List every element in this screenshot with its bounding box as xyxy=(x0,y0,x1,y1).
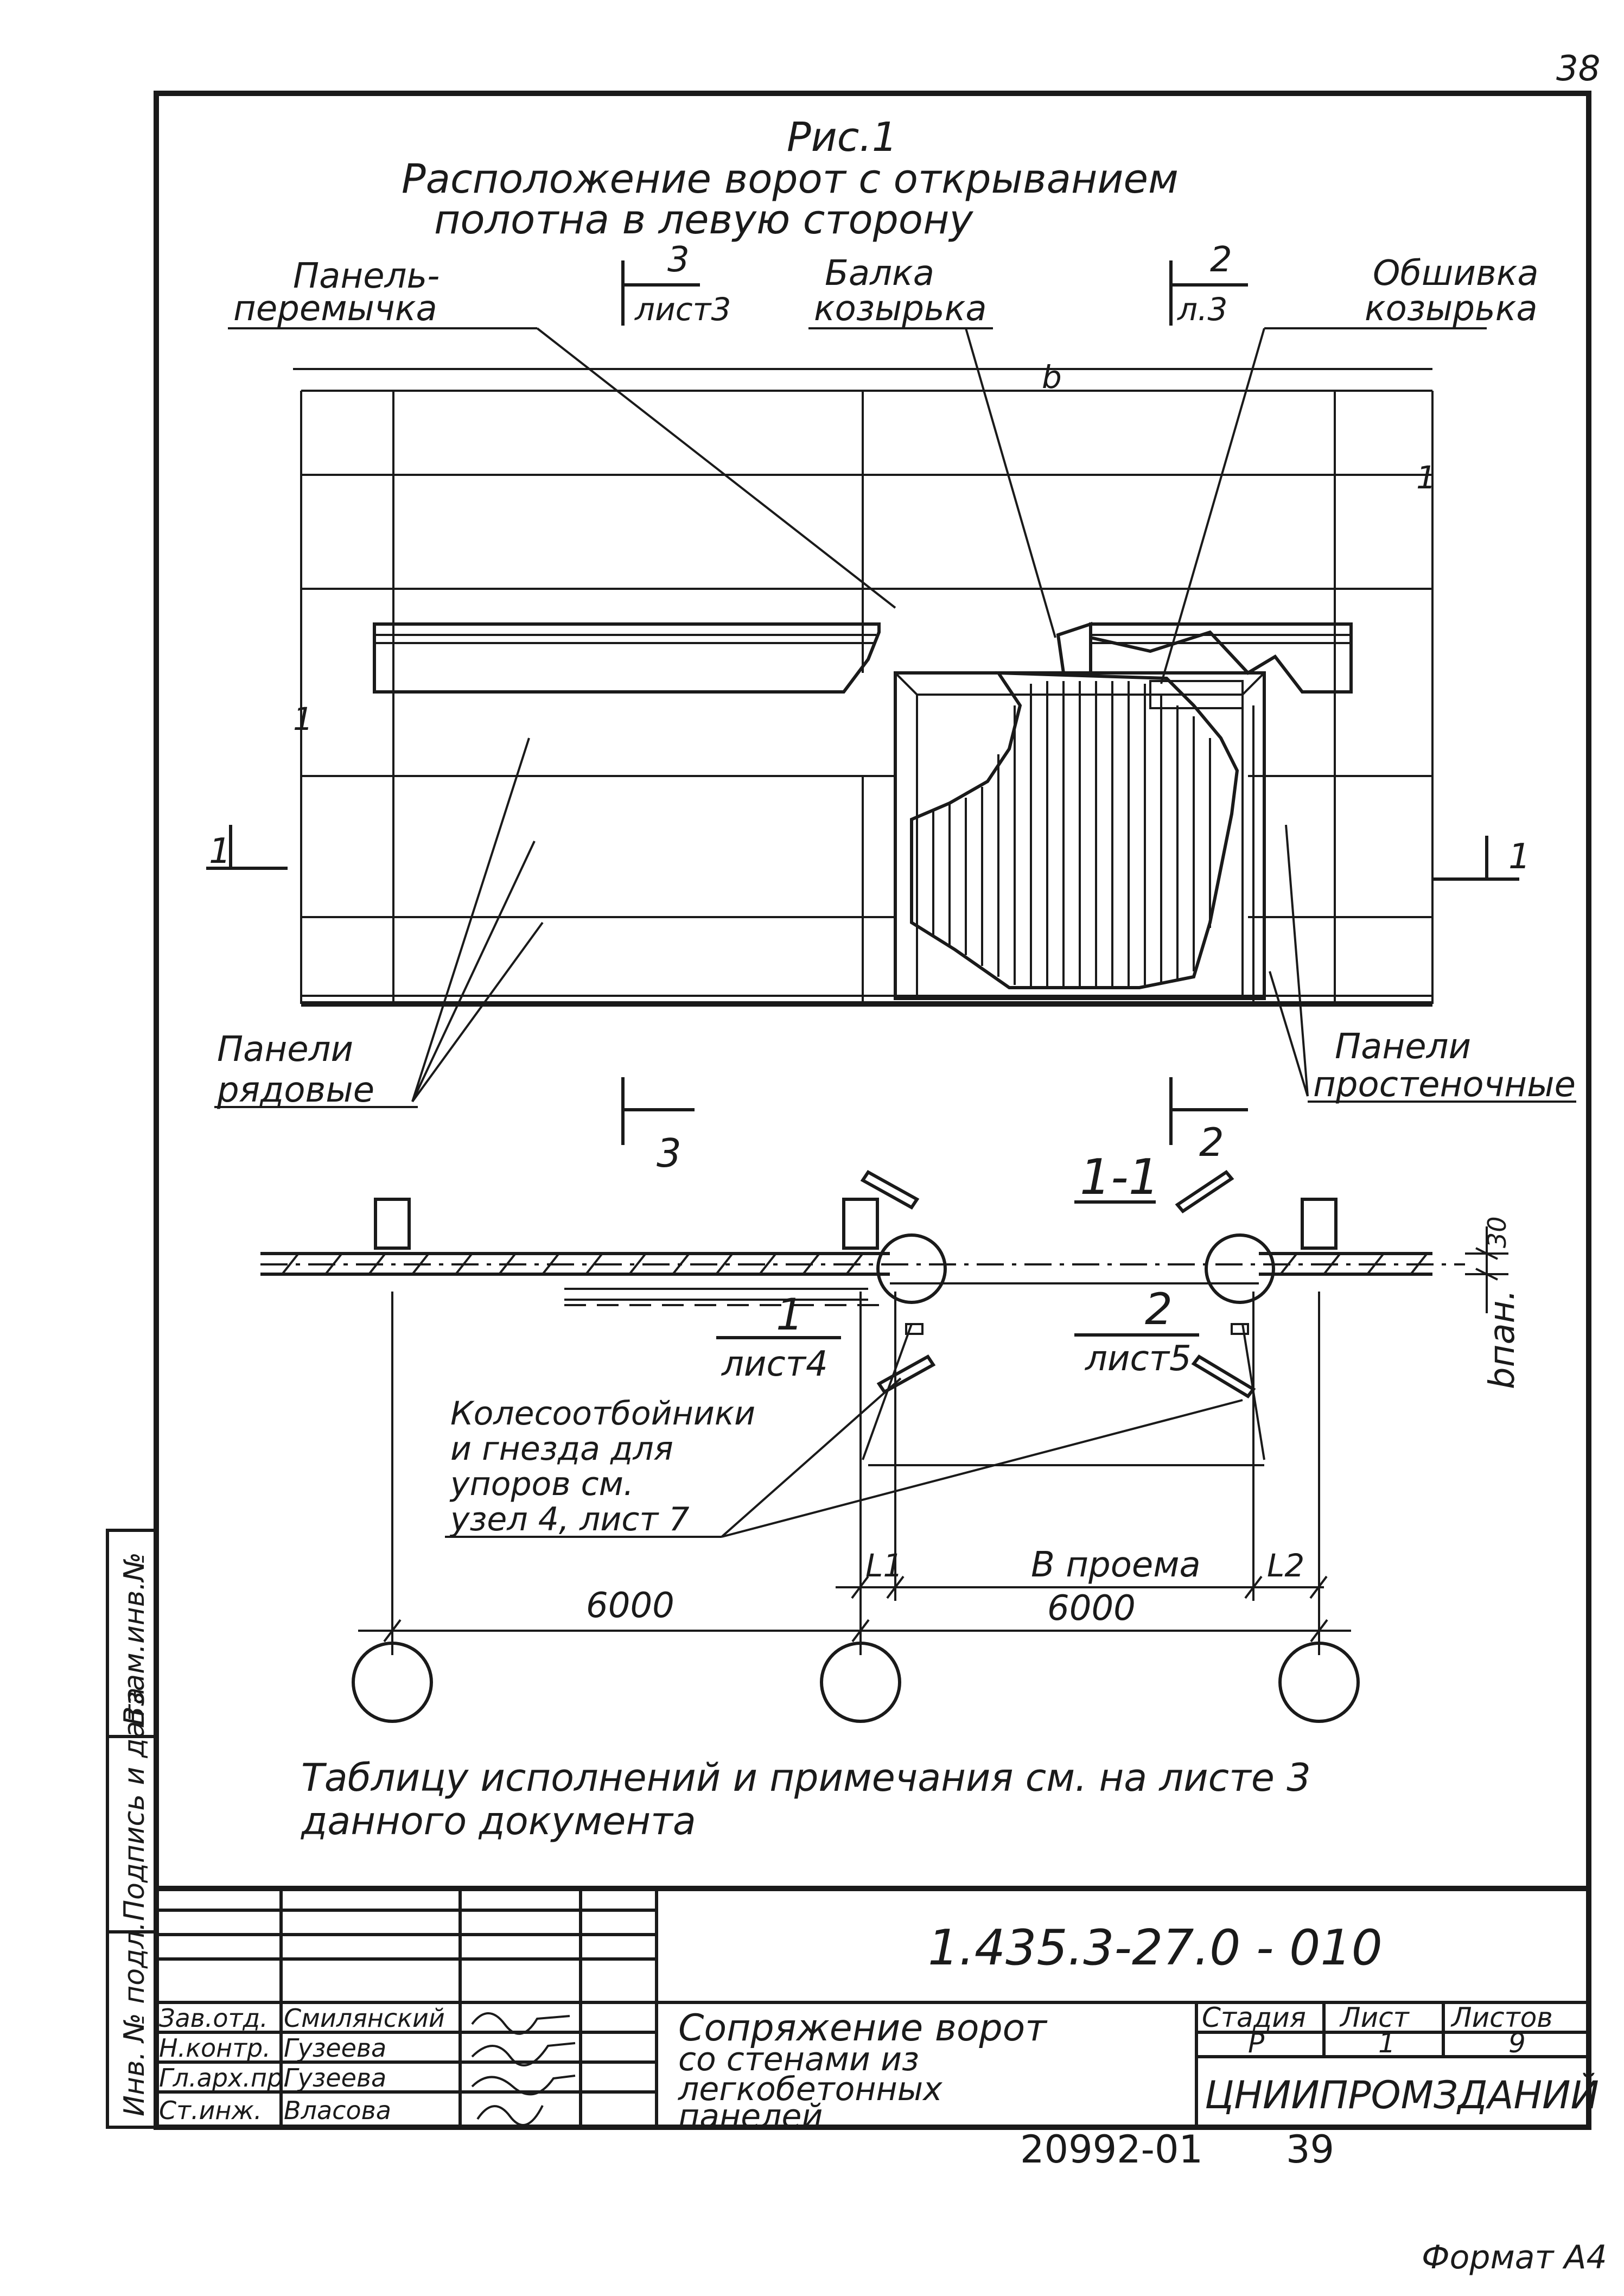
note-wheel-1: Колесоотбойники xyxy=(450,1395,755,1433)
note-line2: данного документа xyxy=(301,1799,696,1843)
axis-circle xyxy=(820,1642,901,1723)
side-stamp-replace: Взам.инв.№ xyxy=(118,1552,151,1726)
note-line1: Таблицу исполнений и примечания см. на л… xyxy=(301,1756,1311,1800)
dim-span-left: 6000 xyxy=(586,1586,674,1626)
organization: ЦНИИПРОМЗДАНИЙ xyxy=(1205,2073,1599,2117)
label-panel-lintel-2: перемычка xyxy=(233,289,437,329)
name-1: Смилянский xyxy=(284,2004,445,2033)
leader-lines xyxy=(411,327,1309,1103)
section-1-right-number: 1 xyxy=(1508,837,1531,877)
label-beam-1: Балка xyxy=(825,253,934,294)
sheet-value: 1 xyxy=(1378,2027,1396,2059)
node-2-sheet: лист5 xyxy=(1084,1339,1192,1379)
side-stamp-sign: Подпись и дата xyxy=(118,1687,151,1921)
name-3: Гузеева xyxy=(284,2063,386,2093)
section-2-bottom-number: 2 xyxy=(1199,1120,1224,1165)
figure-number: Рис.1 xyxy=(787,114,897,161)
marker-b: b xyxy=(1042,359,1062,396)
signatures xyxy=(471,2012,576,2126)
label-beam-2: козырька xyxy=(814,289,987,329)
sheets-value: 9 xyxy=(1508,2027,1526,2059)
stage-header: Стадия xyxy=(1202,2002,1306,2033)
doc-description-1: Сопряжение ворот xyxy=(678,2007,1048,2050)
label-panel-lintel: Панель- xyxy=(293,256,440,296)
name-4: Власова xyxy=(284,2096,391,2125)
side-stamp-inv: Инв. № подл. xyxy=(118,1922,151,2116)
stage-value: Р xyxy=(1248,2027,1265,2059)
footer-page: 39 xyxy=(1286,2127,1334,2172)
role-2: Н.контр. xyxy=(159,2033,271,2063)
section-3-bottom-number: 3 xyxy=(657,1130,682,1176)
note-wheel-4: узел 4, лист 7 xyxy=(449,1500,690,1538)
dim-opening: B проема xyxy=(1031,1545,1201,1585)
drawing-frame xyxy=(154,91,1591,2130)
node-2-number: 2 xyxy=(1145,1284,1173,1334)
label-row-panels-2: рядовые xyxy=(216,1070,374,1110)
marker-1-right: 1 xyxy=(1416,459,1436,496)
role-4: Ст.инж. xyxy=(159,2096,262,2125)
section-3-top-sheet: лист3 xyxy=(634,291,731,328)
note-wheel-leader xyxy=(721,1399,1243,1538)
axis-circle xyxy=(1278,1642,1360,1723)
axis-circle xyxy=(352,1642,433,1723)
format-label: Формат А4 xyxy=(1422,2238,1607,2276)
doc-description-3: легкобетонных xyxy=(678,2070,942,2108)
gate-elevation xyxy=(894,671,1266,1000)
page-number: 38 xyxy=(1556,49,1600,89)
title-block xyxy=(156,1886,1589,2127)
label-cladding-1: Обшивка xyxy=(1373,253,1539,294)
section-1-left-number: 1 xyxy=(209,831,231,872)
side-stamp: Инв. № подл. Подпись и дата Взам.инв.№ xyxy=(106,1529,158,2129)
label-pier-panels-1: Панели xyxy=(1335,1027,1471,1067)
name-2: Гузеева xyxy=(284,2033,386,2063)
section-title: 1-1 xyxy=(1080,1149,1160,1206)
dim-b-panel: bпан. xyxy=(1482,1289,1523,1389)
dim-l2: L2 xyxy=(1267,1547,1304,1584)
note-wheel-3: упоров см. xyxy=(449,1465,634,1503)
dim-thickness: 30 xyxy=(1482,1216,1512,1248)
node-1-number: 1 xyxy=(776,1289,804,1340)
section-3-top-number: 3 xyxy=(667,240,690,280)
doc-description-2: со стенами из xyxy=(678,2040,919,2078)
sheets-header: Листов xyxy=(1450,2002,1553,2033)
marker-1-left: 1 xyxy=(293,701,313,737)
doc-code: 1.435.3-27.0 - 010 xyxy=(928,1919,1383,1976)
label-row-panels-1: Панели xyxy=(217,1029,353,1070)
role-3: Гл.арх.пр. xyxy=(159,2063,291,2093)
node-1-sheet: лист4 xyxy=(721,1344,828,1384)
dim-l1: L1 xyxy=(865,1547,903,1584)
section-plan xyxy=(260,1170,1508,1655)
section-2-top-number: 2 xyxy=(1210,240,1232,280)
wall-elevation xyxy=(293,368,1434,1007)
figure-title-line2: полотна в левую сторону xyxy=(434,196,973,243)
note-wheel-leader xyxy=(721,1377,902,1538)
sheet-header: Лист xyxy=(1339,2002,1410,2033)
doc-description-4: панелей xyxy=(678,2097,823,2135)
dim-span-right: 6000 xyxy=(1047,1588,1136,1629)
label-pier-panels-2: простеночные xyxy=(1313,1065,1576,1105)
role-1: Зав.отд. xyxy=(159,2004,268,2033)
note-wheel-2: и гнезда для xyxy=(450,1430,673,1468)
figure-title-line1: Расположение ворот с открыванием xyxy=(402,156,1179,202)
canopy-beam xyxy=(373,621,1353,694)
label-cladding-2: козырька xyxy=(1365,289,1538,329)
section-2-top-sheet: л.3 xyxy=(1177,291,1227,328)
archive-number: 20992-01 xyxy=(1020,2127,1203,2172)
